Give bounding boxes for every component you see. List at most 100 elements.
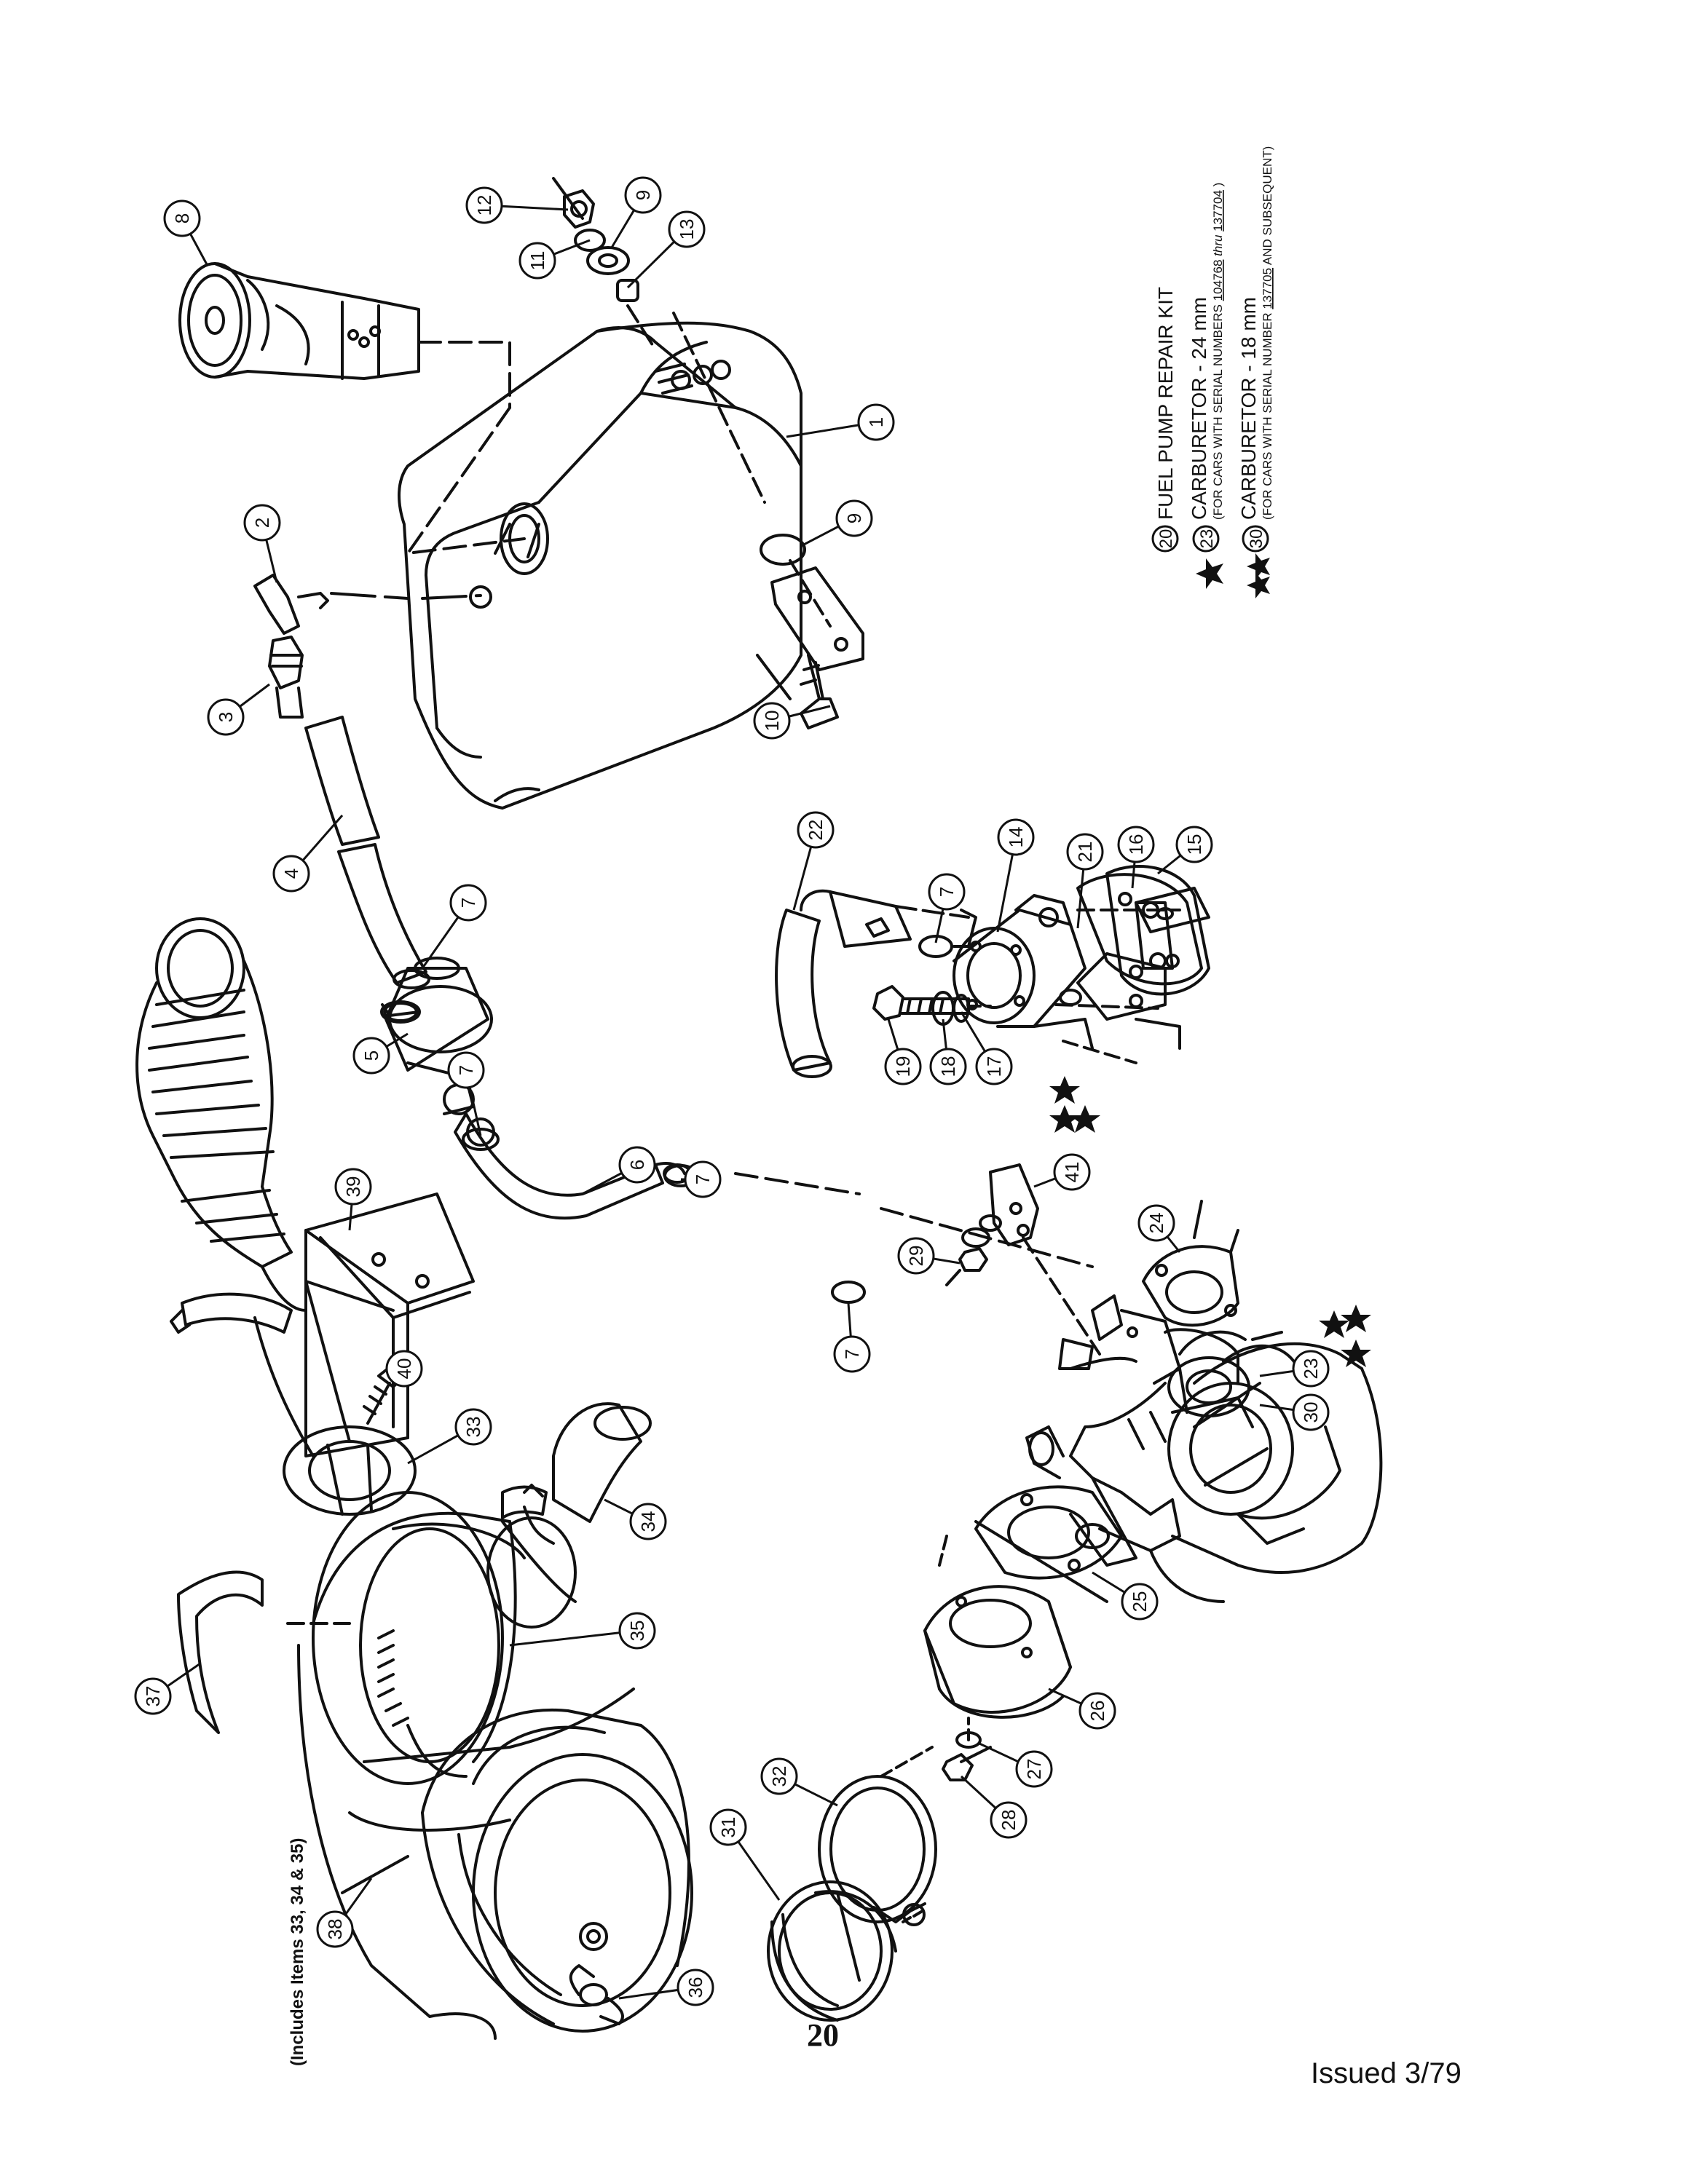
callout-number: 7 — [692, 1174, 714, 1184]
callout-number: 7 — [457, 898, 479, 908]
callout-number: 35 — [626, 1621, 648, 1642]
callout-24: 24 — [1137, 1204, 1181, 1253]
star-icon — [1341, 1305, 1371, 1332]
note-includes-items: (Includes Items 33, 34 & 35) — [288, 1838, 307, 2066]
callout-number: 40 — [393, 1358, 415, 1380]
legend-kit-title: FUEL PUMP REPAIR KIT — [1154, 287, 1177, 520]
legend-carb18-subtitle: (FOR CARS WITH SERIAL NUMBER 137705 AND … — [1261, 146, 1274, 520]
callout-7: 7 — [447, 1051, 485, 1136]
callout-38: 38 — [316, 1878, 373, 1948]
callout-number: 3 — [215, 712, 237, 722]
callout-19: 19 — [884, 1018, 922, 1085]
callout-circle — [835, 499, 873, 537]
callout-circle — [1121, 1583, 1159, 1621]
page-number: 20 — [807, 2017, 839, 2053]
callout-9: 9 — [610, 176, 662, 248]
callout-28: 28 — [960, 1775, 1028, 1839]
callout-6: 6 — [582, 1146, 656, 1195]
callout-number: 38 — [324, 1919, 346, 1940]
callout-number: 14 — [1005, 827, 1027, 848]
callout-circle — [618, 1146, 656, 1184]
carburetor-bracket-plate — [945, 1163, 1101, 1356]
callout-circle — [629, 1503, 667, 1540]
callout-number: 1 — [865, 417, 887, 427]
callout-circle — [990, 1801, 1028, 1839]
callout-number: 15 — [1183, 834, 1205, 855]
callout-16: 16 — [1117, 826, 1155, 889]
callout-circle — [1292, 1350, 1330, 1388]
callout-number: 2 — [251, 518, 273, 528]
callout-21: 21 — [1066, 833, 1104, 929]
single-star-icon — [1196, 558, 1223, 589]
legend-carb24-title: CARBURETOR - 24 mm — [1188, 297, 1210, 520]
carburetor-flange-gasket — [1142, 1200, 1247, 1356]
callout-7: 7 — [928, 873, 966, 943]
callout-29: 29 — [897, 1237, 961, 1275]
callout-number: 7 — [455, 1065, 477, 1075]
wing-nut — [569, 1964, 624, 2025]
callout-number: 22 — [805, 820, 827, 841]
leader-line — [509, 1629, 638, 1647]
callout-22: 22 — [792, 811, 835, 911]
callout-number: 32 — [768, 1766, 790, 1787]
star-icon — [1049, 1076, 1080, 1104]
tank-outlet-fitting — [253, 574, 482, 719]
callout-circle — [975, 1048, 1013, 1085]
callout-circle — [760, 1757, 798, 1795]
callout-circle — [518, 242, 556, 280]
callout-7: 7 — [421, 884, 487, 969]
air-cleaner-cover — [421, 1708, 693, 2033]
callout-circle — [677, 1969, 714, 2006]
callout-circle — [385, 1350, 423, 1388]
callout-15: 15 — [1157, 826, 1213, 875]
callout-number: 16 — [1125, 834, 1147, 855]
insulator-gasket — [974, 1485, 1123, 1603]
callout-number: 9 — [632, 190, 654, 200]
callout-circle — [668, 210, 706, 248]
callout-number: 24 — [1145, 1213, 1167, 1234]
callout-number: 19 — [892, 1056, 914, 1077]
hose-clamp-lower — [818, 1746, 937, 1926]
callout-circle — [929, 1048, 967, 1085]
callout-circle — [1066, 833, 1104, 871]
carburetor-bowl — [1171, 1331, 1383, 1574]
callout-12: 12 — [465, 186, 569, 224]
callout-26: 26 — [1048, 1688, 1116, 1730]
carburetor-spacer — [923, 1535, 1072, 1719]
intake-elbow — [501, 1402, 652, 1545]
callout-37: 37 — [134, 1662, 201, 1715]
callout-1: 1 — [786, 403, 895, 441]
issued-date: Issued 3/79 — [1311, 2057, 1462, 2089]
callout-number: 7 — [936, 887, 958, 897]
legend-kit-number: 20 — [1156, 529, 1176, 549]
callout-32: 32 — [760, 1757, 838, 1807]
callout-number: 26 — [1086, 1701, 1108, 1722]
callout-34: 34 — [604, 1498, 667, 1540]
double-star-icon — [1247, 553, 1270, 598]
callout-circle — [454, 1408, 492, 1446]
callout-circle — [352, 1037, 390, 1075]
callout-circle — [1078, 1692, 1116, 1730]
callout-number: 34 — [637, 1511, 659, 1532]
callout-number: 36 — [685, 1977, 706, 1998]
callout-circle — [833, 1335, 871, 1373]
callout-circle — [997, 818, 1035, 856]
callout-number: 11 — [526, 251, 548, 271]
callout-circle — [316, 1910, 354, 1948]
fuel-filter — [384, 957, 493, 1115]
callout-5: 5 — [352, 1032, 409, 1075]
callout-circle — [618, 1612, 656, 1650]
callout-number: 17 — [983, 1056, 1005, 1077]
callout-2: 2 — [243, 504, 281, 583]
fuel-pump-assembly — [775, 873, 1210, 1078]
callout-circle — [1117, 826, 1155, 863]
callout-circle — [709, 1808, 747, 1846]
fuel-hose-lower — [454, 1112, 1094, 1268]
callout-10: 10 — [753, 702, 831, 740]
fuel-tank — [398, 321, 802, 810]
legend-carb24-number: 23 — [1197, 529, 1217, 549]
star-markers — [1049, 1076, 1371, 1367]
star-icon — [1049, 1105, 1080, 1133]
callout-number: 31 — [717, 1817, 739, 1838]
air-cleaner-housing — [312, 1491, 635, 1832]
